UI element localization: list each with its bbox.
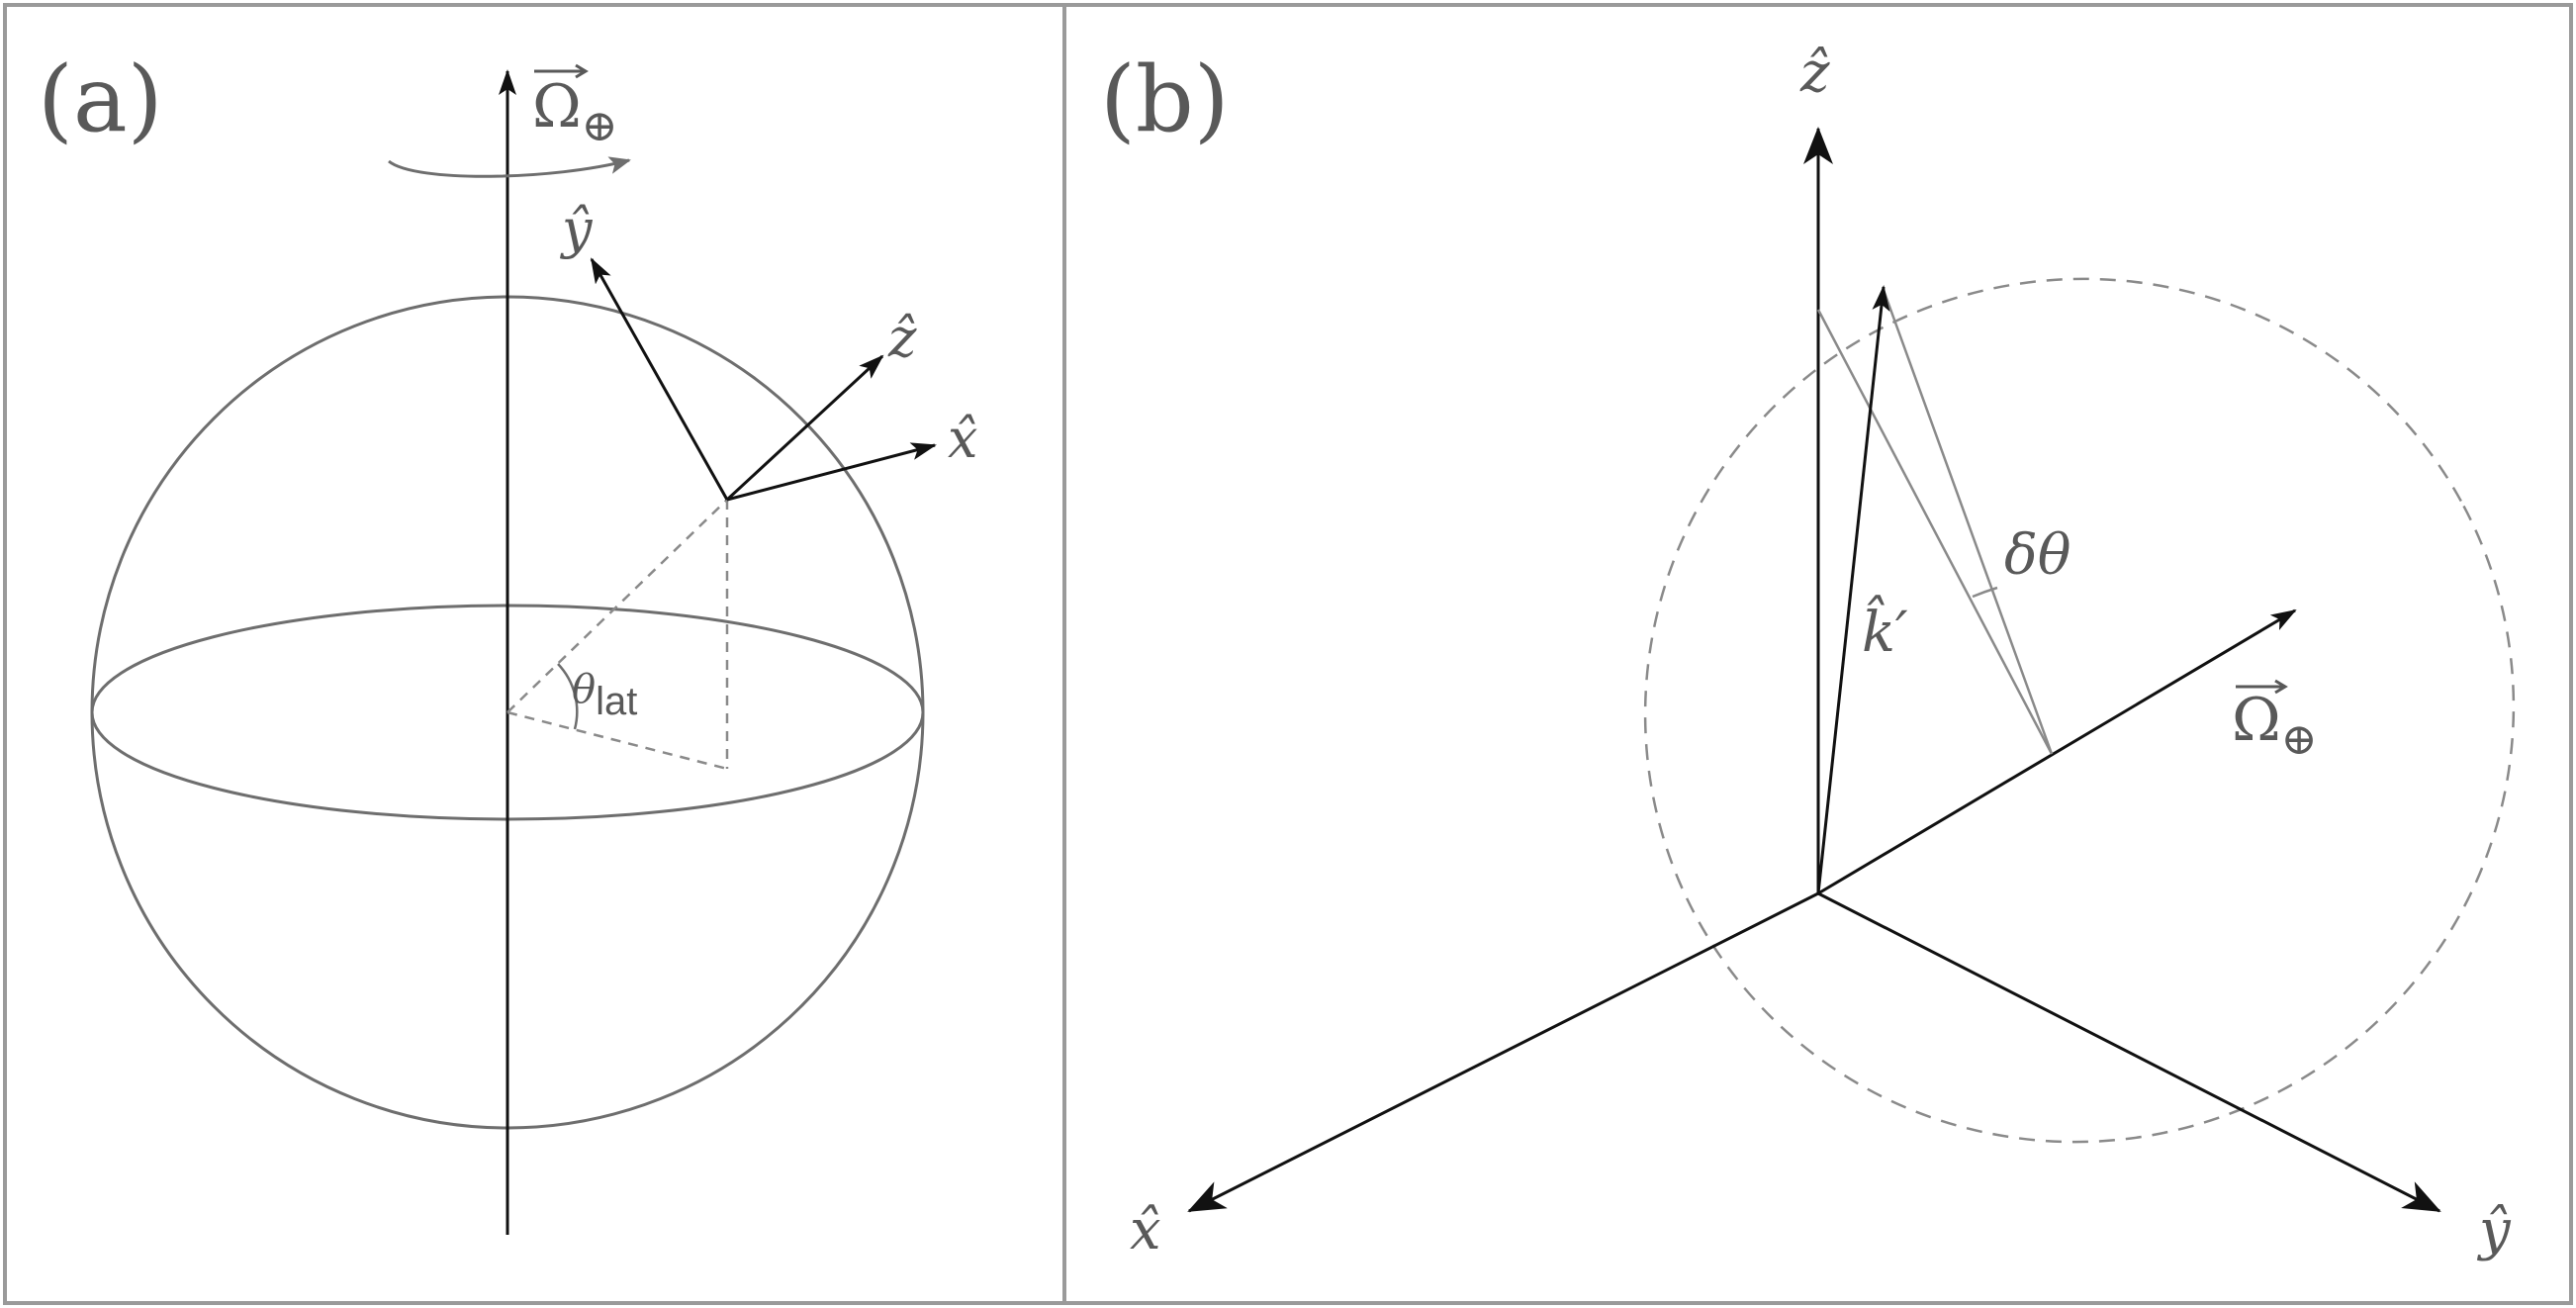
local-x-label: x̂ (948, 408, 977, 470)
panel-b-tag: (b) (1100, 47, 1230, 152)
local-y-label: ŷ (560, 198, 594, 260)
panel-a-tag: (a) (38, 47, 163, 152)
k-prime-label: k̂′ (1862, 594, 1908, 665)
y-axis-arrow (1817, 891, 2441, 1213)
precession-cone-ellipse (1643, 277, 2516, 1144)
omega-symbol: Ω (2232, 686, 2281, 755)
local-x-axis-arrow (726, 442, 937, 502)
latitude-angle-label: θlat (572, 667, 637, 723)
svg-text:Ω⊕: Ω⊕ (2232, 686, 2318, 765)
local-y-axis-arrow (590, 257, 729, 501)
vector-overline-head (575, 63, 589, 79)
earth-subscript: ⊕ (2281, 714, 2318, 765)
rotation-arc-arrow (388, 156, 631, 178)
panel-b-frame (1062, 3, 2573, 1305)
omega-label-a: Ω⊕ (532, 63, 618, 151)
panel-a: (a) Ω⊕ θlat ŷ ẑ x̂ (38, 47, 977, 1235)
latitude-dashed-radius (506, 499, 728, 713)
x-axis-arrow (1187, 891, 1819, 1213)
omega-label-b: Ω⊕ (2232, 679, 2318, 765)
local-z-axis-arrow (725, 354, 884, 502)
vector-overline-head (2274, 679, 2288, 695)
omega-axis-arrow (1817, 608, 2297, 895)
delta-theta-label: δθ (2004, 523, 2070, 588)
latitude-dashed-base (506, 710, 728, 771)
omega-symbol: Ω (532, 72, 582, 141)
panel-b: (b) ẑ x̂ ŷ k̂′ δθ Ω⊕ (1100, 41, 2516, 1262)
x-axis-label: x̂ (1130, 1198, 1161, 1262)
svg-text:Ω⊕: Ω⊕ (532, 72, 618, 151)
cone-line-to-tip (1882, 289, 2054, 755)
k-prime-vector (1816, 285, 1890, 894)
y-axis-label: ŷ (2476, 1198, 2512, 1262)
cone-line-to-zaxis (1816, 309, 2054, 755)
latitude-angle-arc (557, 663, 579, 730)
local-z-label: ẑ (887, 307, 917, 369)
z-axis-label: ẑ (1799, 41, 1830, 105)
earth-subscript: ⊕ (582, 101, 618, 151)
panel-a-frame (3, 3, 1066, 1305)
delta-theta-arc (1972, 586, 1998, 599)
